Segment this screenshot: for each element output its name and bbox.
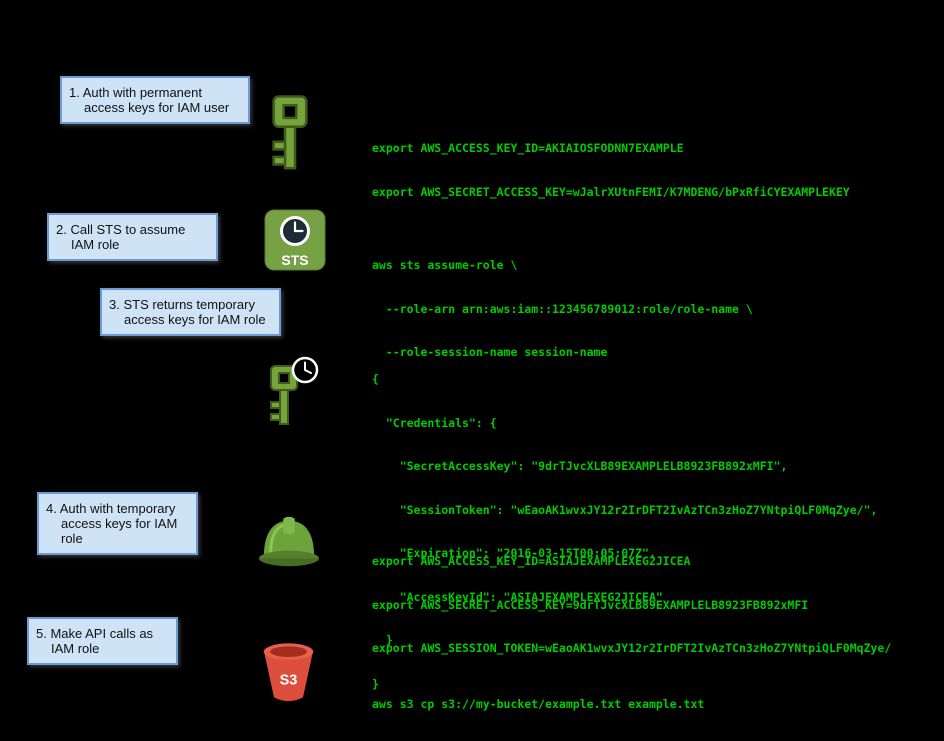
code-line: export AWS_ACCESS_KEY_ID=ASIAJEXAMPLEXEG… bbox=[372, 554, 691, 568]
temporary-key-icon bbox=[262, 356, 320, 441]
permanent-key-icon bbox=[264, 94, 316, 177]
step-2-code: aws sts assume-role \ --role-arn arn:aws… bbox=[372, 229, 753, 389]
code-line: "Expiration": "2016-03-15T00:05:07Z", bbox=[372, 546, 656, 560]
step-3-label-box: 3. STS returns temporary access keys for… bbox=[100, 288, 281, 336]
diagram-canvas: 1. Auth with permanent access keys for I… bbox=[27, 76, 892, 720]
hard-hat-icon bbox=[258, 512, 320, 573]
code-line: { bbox=[372, 372, 379, 386]
s3-bucket-icon: S3 bbox=[261, 641, 316, 710]
sts-icon-label: STS bbox=[281, 252, 308, 268]
sts-icon: STS bbox=[264, 209, 326, 276]
code-line: aws s3 cp s3://my-bucket/example.txt exa… bbox=[372, 697, 705, 711]
step-5-label-box: 5. Make API calls as IAM role bbox=[27, 617, 178, 665]
code-line: "Credentials": { bbox=[372, 415, 497, 430]
code-line: export AWS_ACCESS_KEY_ID=AKIAIOSFODNN7EX… bbox=[372, 141, 684, 155]
code-line: } bbox=[372, 633, 393, 647]
code-line: --role-session-name session-name bbox=[372, 345, 608, 359]
step-4-code: export AWS_ACCESS_KEY_ID=ASIAJEXAMPLEXEG… bbox=[372, 525, 891, 685]
step-3-code: { "Credentials": { "SecretAccessKey": "9… bbox=[372, 343, 877, 720]
code-line: export AWS_SECRET_ACCESS_KEY=9drTJvcXLB8… bbox=[372, 597, 809, 612]
code-line: "SecretAccessKey": "9drTJvcXLB89EXAMPLEL… bbox=[372, 459, 788, 473]
s3-icon-label: S3 bbox=[280, 673, 298, 689]
code-line: } bbox=[372, 676, 379, 691]
code-line: "SessionToken": "wEaoAK1wvxJY12r2IrDFT2I… bbox=[372, 502, 878, 517]
code-line: export AWS_SECRET_ACCESS_KEY=wJalrXUtnFE… bbox=[372, 184, 850, 199]
step-1-label-box: 1. Auth with permanent access keys for I… bbox=[60, 76, 250, 124]
code-line: --role-arn arn:aws:iam::123456789012:rol… bbox=[372, 301, 753, 316]
step-1-code: export AWS_ACCESS_KEY_ID=AKIAIOSFODNN7EX… bbox=[372, 112, 850, 228]
step-4-label-box: 4. Auth with temporary access keys for I… bbox=[37, 492, 198, 555]
code-line: "AccessKeyId": "ASIAJEXAMPLEXEG2JICEA" bbox=[372, 589, 663, 604]
code-line: aws sts assume-role \ bbox=[372, 258, 518, 272]
code-line: export AWS_SESSION_TOKEN=wEaoAK1wvxJY12r… bbox=[372, 641, 892, 655]
step-5-code: aws s3 cp s3://my-bucket/example.txt exa… bbox=[372, 668, 704, 741]
step-2-label-box: 2. Call STS to assume IAM role bbox=[47, 213, 218, 261]
